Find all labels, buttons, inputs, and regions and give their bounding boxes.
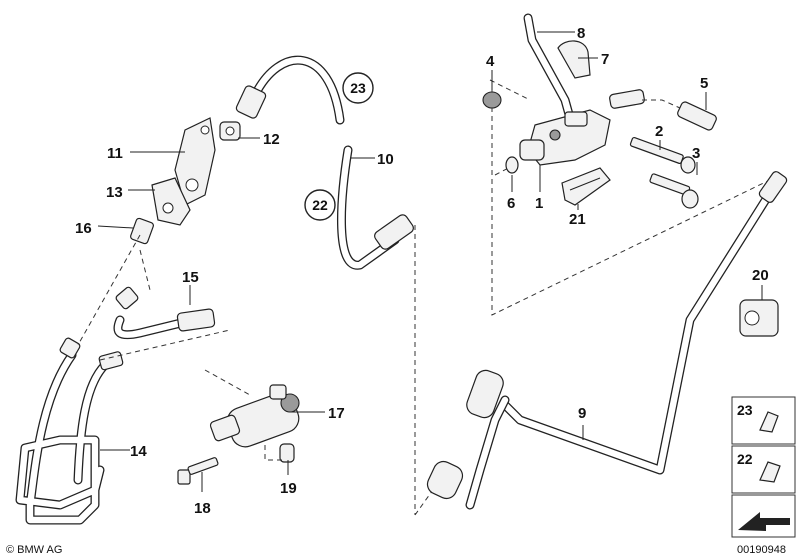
ring-6 xyxy=(505,156,519,174)
clip-21 xyxy=(561,167,611,206)
nut-12 xyxy=(219,121,241,141)
master-cylinder-1 xyxy=(519,109,611,166)
fork-head xyxy=(609,89,681,109)
ref-circle-22: 22 xyxy=(304,189,336,221)
label-4: 4 xyxy=(486,53,495,70)
label-10: 10 xyxy=(377,151,394,168)
label-1: 1 xyxy=(535,195,543,212)
label-15: 15 xyxy=(182,269,199,286)
hose-10 xyxy=(235,55,414,270)
bushing-4 xyxy=(482,91,502,109)
ref-circle-23: 23 xyxy=(342,72,374,104)
label-7: 7 xyxy=(601,51,609,68)
clip-13 xyxy=(151,177,191,226)
label-18: 18 xyxy=(194,500,211,517)
label-3: 3 xyxy=(692,145,700,162)
ref-label-22: 22 xyxy=(312,197,328,213)
pushrod-8 xyxy=(523,13,575,123)
fitting-16 xyxy=(130,217,154,245)
pipe-14 xyxy=(15,337,124,525)
sleeve-5 xyxy=(677,101,717,131)
bolt-3 xyxy=(649,173,699,209)
damper-20 xyxy=(739,299,779,337)
clip-7 xyxy=(557,40,591,79)
label-9: 9 xyxy=(578,405,586,422)
pipe-9 xyxy=(500,171,788,475)
legend-item-22: 22 xyxy=(731,445,796,494)
label-5: 5 xyxy=(700,75,708,92)
sleeve-19 xyxy=(279,443,295,463)
bolt-2 xyxy=(629,136,696,174)
label-16: 16 xyxy=(75,220,92,237)
legend-arrow-box xyxy=(731,494,796,538)
label-14: 14 xyxy=(130,443,147,460)
label-13: 13 xyxy=(106,184,123,201)
hose-9-connector xyxy=(426,369,510,510)
label-17: 17 xyxy=(328,405,345,422)
bracket-11 xyxy=(174,117,216,206)
arrow-icon xyxy=(738,512,790,531)
pipe-15 xyxy=(113,286,216,340)
document-number: 00190948 xyxy=(737,544,786,556)
legend-label-22: 22 xyxy=(737,451,753,467)
label-11: 11 xyxy=(107,145,123,162)
copyright-text: © BMW AG xyxy=(6,544,62,556)
label-2: 2 xyxy=(655,123,663,140)
legend-item-23: 23 xyxy=(731,396,796,445)
label-20: 20 xyxy=(752,267,769,284)
label-6: 6 xyxy=(507,195,515,212)
label-21: 21 xyxy=(569,211,586,228)
label-19: 19 xyxy=(280,480,297,497)
label-8: 8 xyxy=(577,25,585,42)
label-12: 12 xyxy=(263,131,280,148)
bolt-18 xyxy=(177,457,219,485)
ref-label-23: 23 xyxy=(350,80,366,96)
slave-cylinder-17 xyxy=(209,384,300,448)
legend-label-23: 23 xyxy=(737,402,753,418)
